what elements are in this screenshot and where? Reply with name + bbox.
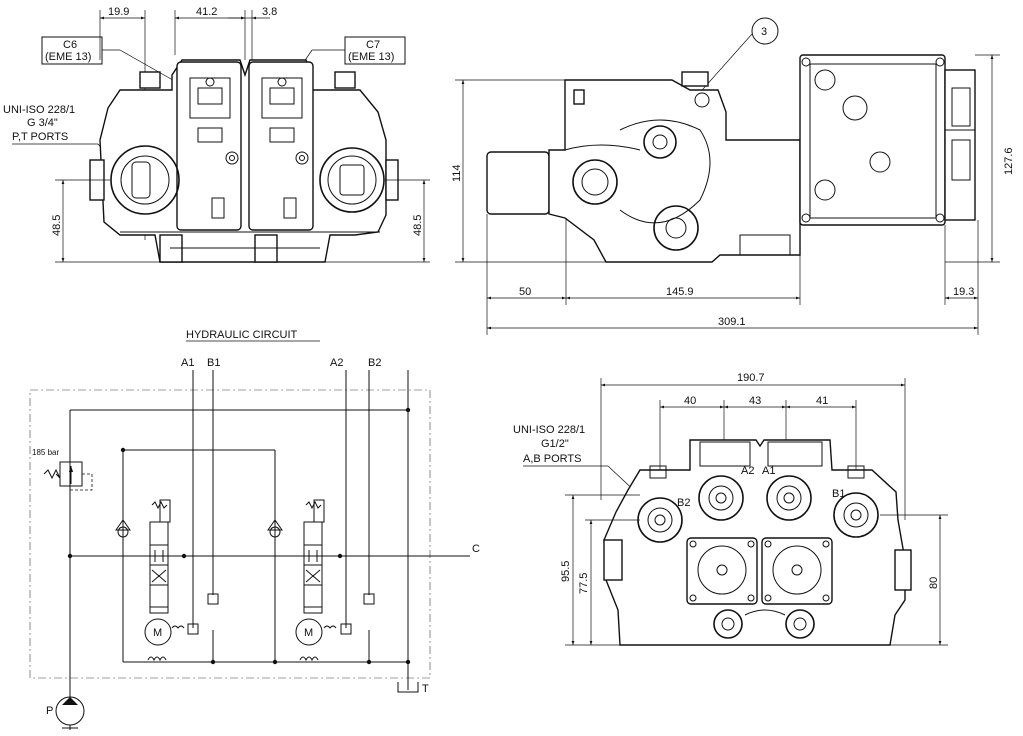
circuit-label-a2: A2 <box>330 357 343 369</box>
ab-port-note-line1: UNI-ISO 228/1 <box>513 424 585 436</box>
front-top-dimensions: 19.9 41.2 3.8 <box>99 6 277 240</box>
bottom-label-b1: B1 <box>832 488 845 500</box>
side-dim-145-9: 145.9 <box>666 286 694 298</box>
side-dim-19-3: 19.3 <box>953 286 974 298</box>
side-dimensions: 114 127.6 50 145.9 19.3 309.1 <box>451 54 1015 335</box>
bottom-dim-43: 43 <box>749 395 761 407</box>
motor-label-2: M <box>304 627 313 639</box>
bottom-label-b2: B2 <box>677 497 690 509</box>
pump-symbol: P <box>46 696 85 730</box>
bottom-dim-41: 41 <box>816 395 828 407</box>
bottom-body <box>603 439 912 646</box>
directional-valve-1: M <box>144 499 219 662</box>
bottom-dim-80: 80 <box>928 577 940 589</box>
front-dim-right: 48.5 <box>412 215 424 236</box>
bottom-view: 190.7 40 43 41 UNI-ISO 228/1 G1/2" A,B P… <box>513 372 948 646</box>
side-dim-114: 114 <box>451 164 463 182</box>
tank-symbol: T <box>397 682 429 695</box>
bottom-height-dimensions: 95.5 77.5 80 <box>560 494 948 646</box>
front-dim-3-8: 3.8 <box>262 6 277 18</box>
bottom-dim-95-5: 95.5 <box>560 561 572 582</box>
circuit-label-p: P <box>46 705 53 717</box>
side-body <box>486 54 976 263</box>
pt-port-note-line2: G 3/4" <box>27 117 58 129</box>
ab-port-note-line2: G1/2" <box>541 438 569 450</box>
bottom-dim-77-5: 77.5 <box>578 573 590 594</box>
relief-setting: 185 bar <box>32 448 59 457</box>
circuit-title: HYDRAULIC CIRCUIT <box>186 329 298 341</box>
callout-c7-line2: (EME 13) <box>348 51 394 63</box>
front-view: 19.9 41.2 3.8 C6 (EME 13) C7 (EME 13) UN… <box>3 6 430 263</box>
front-dim-19-9: 19.9 <box>108 6 129 18</box>
pt-port-note-line1: UNI-ISO 228/1 <box>3 104 75 116</box>
callout-c7: C7 (EME 13) <box>277 36 406 101</box>
directional-valve-2: M <box>295 499 375 662</box>
check-valve-2 <box>267 519 283 538</box>
motor-label-1: M <box>153 627 162 639</box>
balloon-3-label: 3 <box>761 26 767 38</box>
callout-c6-line1: C6 <box>63 39 77 51</box>
circuit-label-t: T <box>422 683 429 695</box>
bottom-label-a1: A1 <box>762 465 775 477</box>
circuit-label-a1: A1 <box>181 357 194 369</box>
circuit-label-b1: B1 <box>207 357 220 369</box>
ab-port-note: UNI-ISO 228/1 G1/2" A,B PORTS <box>513 424 656 511</box>
front-body <box>89 59 399 263</box>
pt-port-note: UNI-ISO 228/1 G 3/4" P,T PORTS <box>3 104 131 181</box>
callout-c6-line2: (EME 13) <box>45 51 91 63</box>
circuit-label-b2: B2 <box>368 357 381 369</box>
bottom-label-a2: A2 <box>741 465 754 477</box>
side-dim-309-1: 309.1 <box>718 316 746 328</box>
check-valve-1 <box>115 519 131 538</box>
callout-c7-line1: C7 <box>366 39 380 51</box>
balloon-3: 3 <box>693 17 779 100</box>
front-height-dimensions: 48.5 48.5 <box>51 179 430 263</box>
hydraulic-circuit: HYDRAULIC CIRCUIT A1 B1 A2 B2 <box>29 329 480 730</box>
circuit-label-c: C <box>472 543 480 555</box>
front-dim-left: 48.5 <box>51 215 63 236</box>
relief-valve-symbol: 185 bar <box>32 448 93 491</box>
side-dim-50: 50 <box>519 286 531 298</box>
ab-port-note-line3: A,B PORTS <box>523 453 581 465</box>
bottom-dim-40: 40 <box>684 395 696 407</box>
side-dim-127-6: 127.6 <box>1003 147 1015 175</box>
pt-port-note-line3: P,T PORTS <box>12 131 68 143</box>
front-dim-41-2: 41.2 <box>196 6 217 18</box>
bottom-dim-190-7: 190.7 <box>737 372 765 384</box>
side-view: 3 <box>451 17 1015 335</box>
